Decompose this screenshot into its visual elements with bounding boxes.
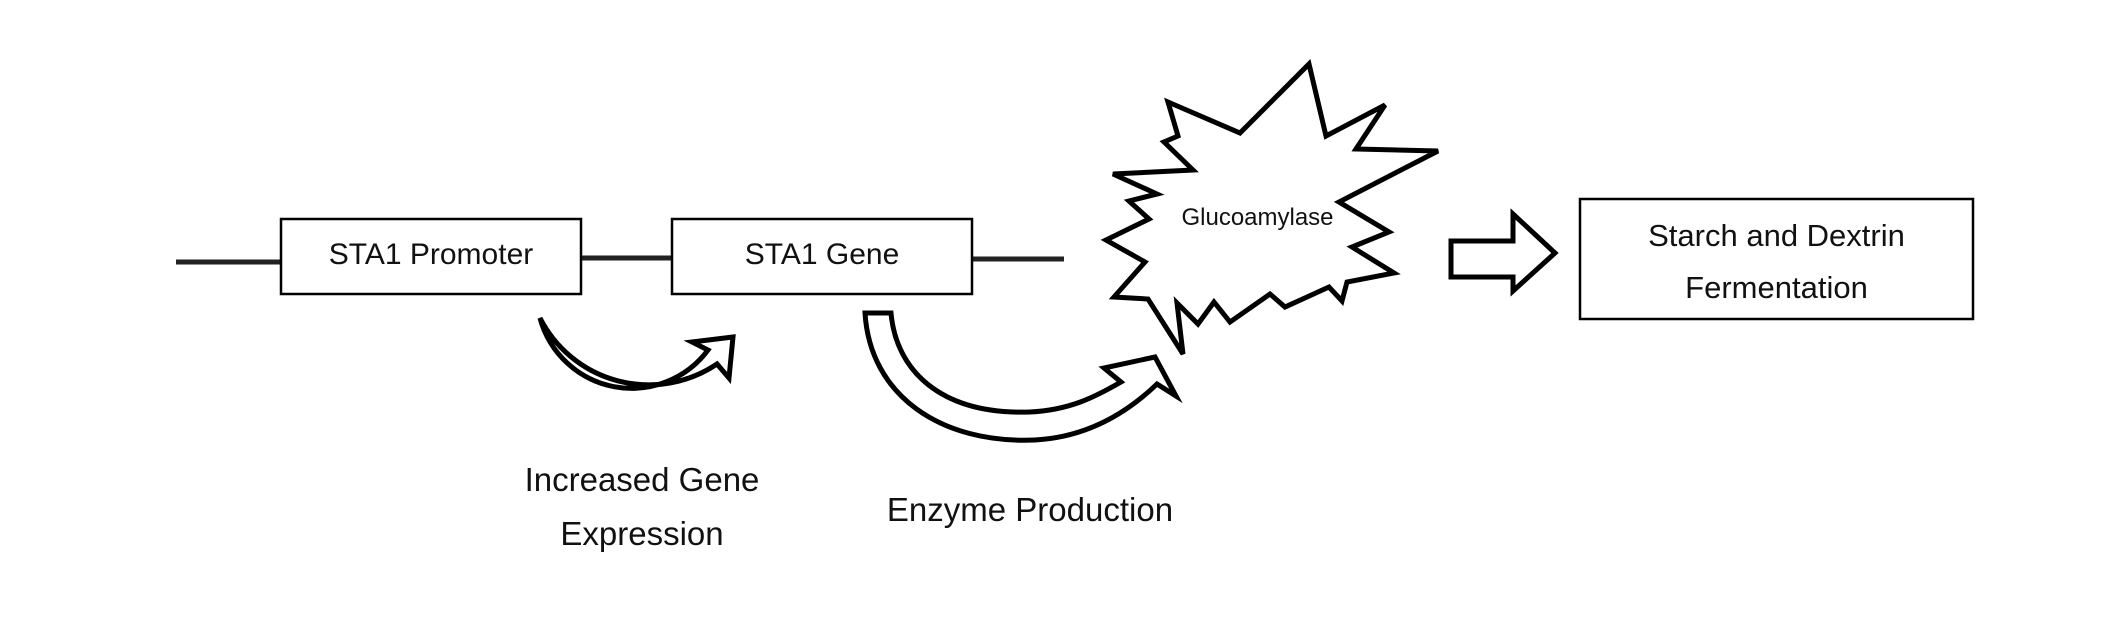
caption-expression-line1: Increased Gene: [524, 461, 760, 498]
curved-arrow-enzyme: [862, 310, 1183, 443]
glucoamylase-label: Glucoamylase: [1181, 204, 1334, 231]
gene-box: [670, 217, 974, 296]
result-label-line2: Fermentation: [1685, 270, 1868, 305]
gene-label: STA1 Gene: [744, 238, 900, 271]
promoter-box: [279, 217, 583, 296]
result-label-line1: Starch and Dextrin: [1648, 218, 1905, 253]
glucoamylase-burst-shape: [1100, 59, 1440, 356]
block-arrow-to-result: [1448, 208, 1559, 297]
caption-enzyme-production: Enzyme Production: [886, 491, 1174, 528]
result-box: [1578, 197, 1975, 321]
caption-expression-line2: Expression: [560, 515, 724, 552]
curved-arrow-expression: [537, 316, 736, 391]
promoter-label: STA1 Promoter: [328, 238, 534, 271]
